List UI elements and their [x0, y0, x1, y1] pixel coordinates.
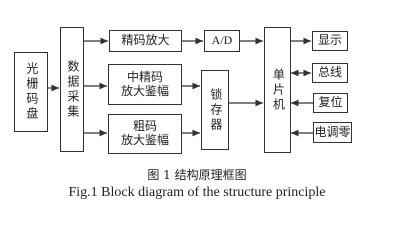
connection-lines: [48, 37, 313, 137]
coarse-amp-block: 粗码 放大鉴幅: [108, 114, 182, 154]
encoder-block: 光栅码盘: [14, 52, 48, 132]
mcu-block: 单片机: [264, 27, 291, 153]
display-block: 显示: [312, 31, 348, 51]
acquisition-block: 数据采集: [60, 27, 84, 152]
bus-block: 总线: [312, 63, 348, 83]
block-diagram: 光栅码盘 数据采集 精码放大 A/D 中精码 放大鉴幅 粗码 放大鉴幅 锁存器 …: [14, 27, 352, 200]
caption-chinese: 图 1 结构原理框图: [147, 168, 247, 182]
latch-block: 锁存器: [201, 70, 229, 150]
ad-block: A/D: [204, 30, 240, 52]
fine-amp-block: 精码放大: [109, 30, 182, 52]
medium-amp-block: 中精码 放大鉴幅: [108, 64, 182, 105]
zeroing-block: 电调零: [313, 122, 352, 143]
caption-english: Fig.1 Block diagram of the structure pri…: [68, 185, 326, 200]
reset-block: 复位: [313, 93, 348, 113]
